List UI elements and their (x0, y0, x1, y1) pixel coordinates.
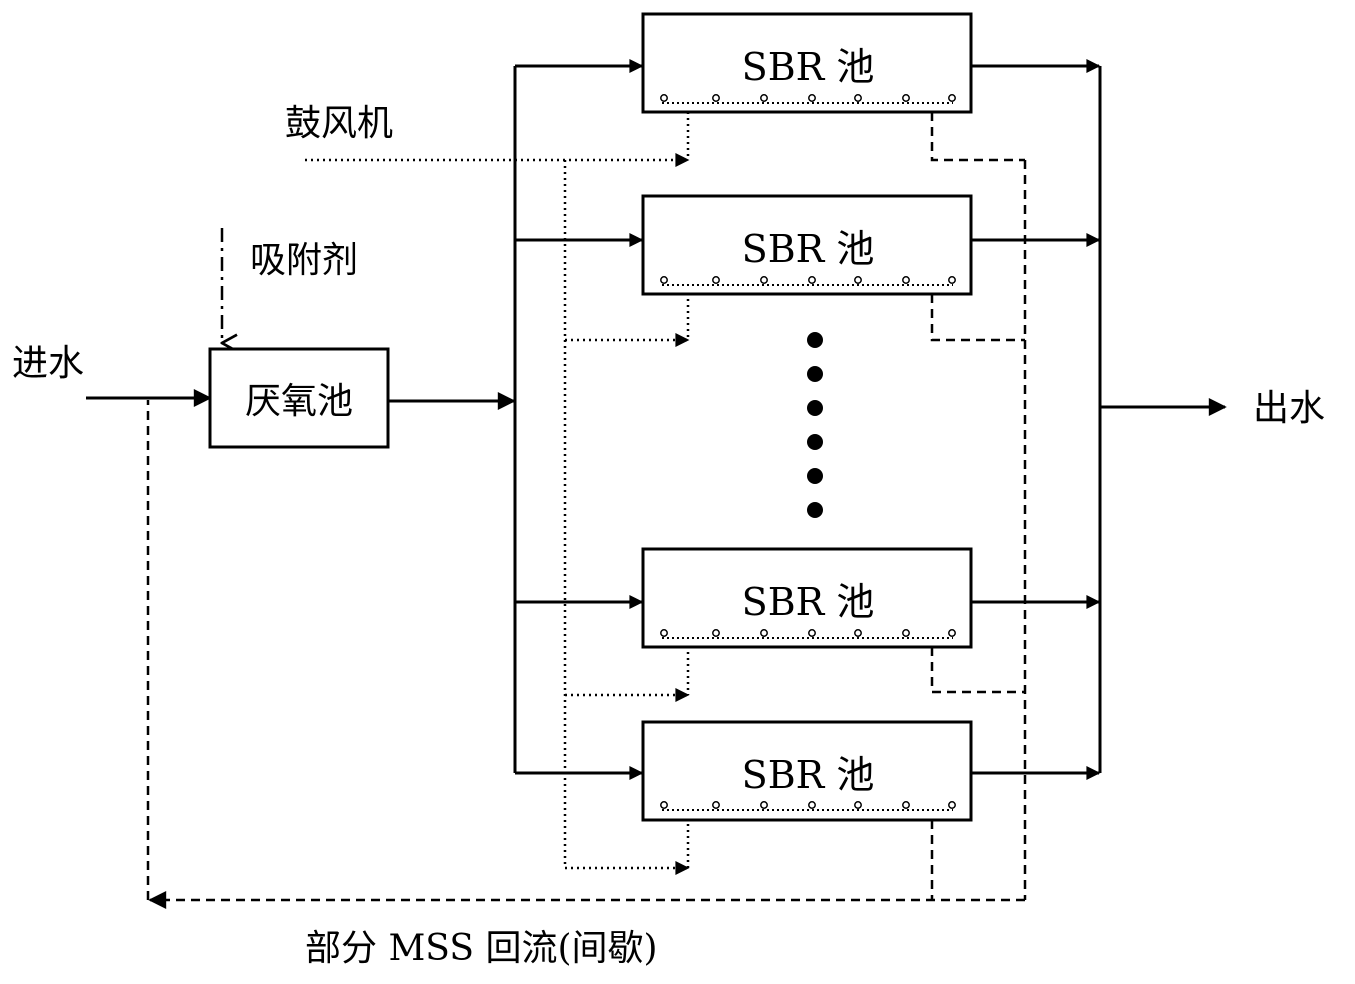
sbr-tank-2: SBR 池 (641, 194, 973, 296)
diffuser-bubble (808, 94, 816, 102)
diffuser-bubble (660, 801, 668, 809)
sbr-tank-label: SBR 池 (742, 227, 875, 271)
blower-label: 鼓风机 (285, 103, 393, 144)
diffuser-bubble (854, 94, 862, 102)
aeration-diffuser (660, 801, 956, 811)
diffuser-bubble (760, 629, 768, 637)
diffuser-bubble (854, 801, 862, 809)
anaerobic-tank (208, 347, 390, 449)
aeration-diffuser (660, 629, 956, 639)
diffuser-bubble (808, 276, 816, 284)
diffuser-bubble (948, 276, 956, 284)
sbr-tank-label: SBR 池 (742, 753, 875, 797)
aeration-diffuser (660, 94, 956, 104)
diffuser-bubble (660, 629, 668, 637)
anaerobic-tank-label: 厌氧池 (245, 381, 353, 422)
diffuser-bubble (808, 801, 816, 809)
diffuser-bubble (712, 94, 720, 102)
diffuser-bubble (808, 629, 816, 637)
diffuser-bubble (902, 801, 910, 809)
diffuser-bubble (948, 94, 956, 102)
sbr-tank-label: SBR 池 (742, 580, 875, 624)
sbr-tank-3: SBR 池 (641, 547, 973, 649)
diffuser-bubble (760, 801, 768, 809)
diffuser-bubble (660, 94, 668, 102)
more-tanks-ellipsis (807, 332, 823, 518)
diffuser-bubble (948, 629, 956, 637)
diffuser-bubble (902, 276, 910, 284)
return-label: 部分 MSS 回流(间歇) (305, 928, 658, 969)
diffuser-bubble (902, 94, 910, 102)
diffuser-bubble (854, 276, 862, 284)
sbr-tank-4: SBR 池 (641, 720, 973, 822)
diffuser-bubble (760, 276, 768, 284)
diffuser-bubble (854, 629, 862, 637)
sbr-tank-label: SBR 池 (742, 45, 875, 89)
inflow-label: 进水 (12, 343, 84, 384)
diffuser-bubble (660, 276, 668, 284)
diffuser-bubble (902, 629, 910, 637)
diffuser-bubble (712, 276, 720, 284)
adsorbent-label: 吸附剂 (250, 240, 358, 281)
aeration-diffuser (660, 276, 956, 286)
mss-return-lines (146, 112, 1027, 909)
diffuser-bubble (948, 801, 956, 809)
diffuser-bubble (760, 94, 768, 102)
sbr-tank-1: SBR 池 (641, 12, 973, 114)
diffuser-bubble (712, 629, 720, 637)
outflow-label: 出水 (1253, 388, 1325, 429)
diffuser-bubble (712, 801, 720, 809)
